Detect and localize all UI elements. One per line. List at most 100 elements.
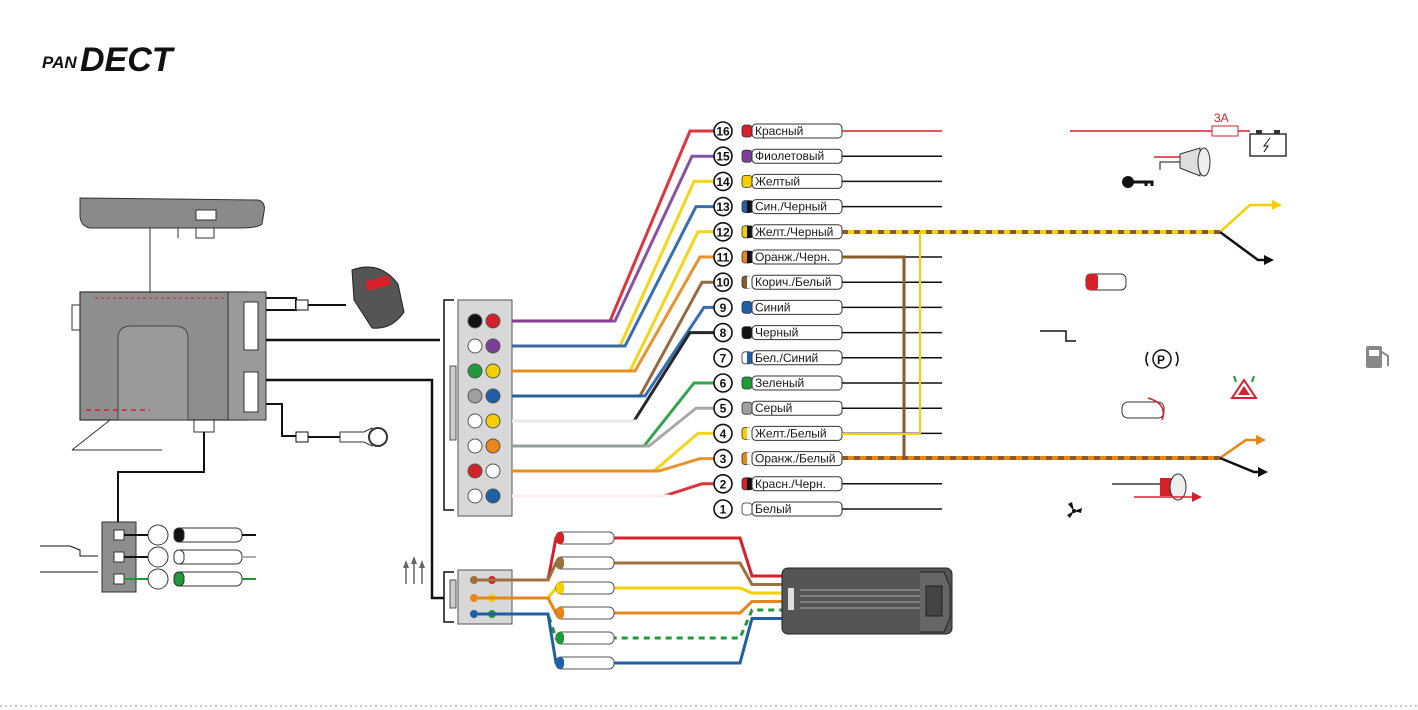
wire-number: 12 [716, 225, 730, 239]
wire-row: 9 Синий [714, 298, 942, 316]
can-module-icon [782, 568, 952, 634]
connector-pin [486, 364, 500, 378]
fuse-label: 3A [1214, 111, 1229, 125]
wire-row: 6 Зеленый [714, 374, 942, 392]
horn-icon [1112, 474, 1202, 502]
connector-pin [486, 439, 500, 453]
connector-pin [468, 389, 482, 403]
key-icon [1122, 176, 1152, 188]
bundle-wire [512, 383, 716, 446]
wire-color-chip [742, 175, 752, 187]
wire-stripe-chip [747, 251, 752, 263]
wire-stripe-chip [747, 478, 752, 490]
wire-color-chip [742, 125, 752, 137]
wire-number: 16 [716, 125, 730, 139]
connector-pin [486, 339, 500, 353]
wire-label: Син./Черный [755, 200, 827, 214]
plug-pin [148, 569, 168, 589]
wire-label: Черный [755, 326, 798, 340]
wire-label: Серый [755, 401, 792, 415]
car-door-icon [1086, 274, 1126, 290]
wire-label: Красный [755, 124, 803, 138]
can-wire-sleeve [556, 657, 614, 669]
wire-label: Красн./Черн. [755, 477, 826, 491]
wire-label: Синий [755, 300, 790, 314]
can-wire-sleeve [556, 532, 614, 544]
wire-color-chip [742, 150, 752, 162]
wire-label: Бел./Синий [755, 351, 818, 365]
connector-pin [486, 389, 500, 403]
plug-pin [148, 525, 168, 545]
can-wire-sleeve [556, 582, 614, 594]
wire-row: 10Корич./Белый [714, 273, 942, 291]
wire-color-chip [742, 402, 752, 414]
can-wires [478, 532, 782, 669]
can-wire [478, 563, 782, 585]
wire-row: 13 Син./Черный [714, 198, 942, 216]
bundle-wire [512, 496, 716, 509]
ring-terminal-icon [266, 404, 387, 446]
wire-stripe-chip [747, 427, 752, 439]
twisted-pairs [842, 200, 1282, 477]
wire-label: Желтый [755, 174, 800, 188]
wire-number: 4 [720, 427, 727, 441]
wire-label: Желт./Белый [755, 426, 827, 440]
main-unit-icon [72, 292, 266, 450]
wire-stripe-chip [747, 276, 752, 288]
main-connector [444, 300, 512, 516]
antenna-module-icon [80, 198, 264, 294]
svg-text:P: P [1157, 353, 1165, 367]
bundle-wire [512, 156, 716, 321]
wire-color-chip [742, 301, 752, 313]
logo-main: DECT [80, 41, 176, 79]
wire-number: 8 [720, 326, 727, 340]
wire-color-chip [742, 503, 752, 515]
wire-number: 9 [720, 301, 727, 315]
wire-number: 14 [716, 175, 730, 189]
logo-prefix: PAN [42, 53, 77, 72]
hazard-icon [1232, 376, 1256, 398]
wire-row: 11Оранж./Черн. [714, 248, 942, 266]
wire-row: 3 Оранж./Белый [714, 450, 842, 468]
wire-stripe-chip [747, 352, 752, 364]
bundle-wire [512, 459, 716, 471]
wire-label: Фиолетовый [755, 149, 824, 163]
bundle-wire [512, 207, 716, 346]
wire-row: 16 Красный [714, 122, 942, 140]
plug-pin [148, 547, 168, 567]
wire-stripe-chip [747, 201, 752, 213]
connector-pin [468, 439, 482, 453]
wire-row: 8 Черный [714, 324, 942, 342]
connector-pin [486, 414, 500, 428]
wire-number: 15 [716, 150, 730, 164]
bundle-wire [512, 232, 716, 371]
trunk-icon [1122, 398, 1164, 420]
connector-pin [486, 314, 500, 328]
wire-label: Белый [755, 502, 791, 516]
fuse-icon: 3A [1070, 111, 1250, 136]
wire-stripe-chip [747, 226, 752, 238]
wire-stripe-chip [747, 453, 752, 465]
turn-signal-arrow-icon [1220, 205, 1272, 232]
connector-pin [468, 364, 482, 378]
wire-number: 3 [720, 452, 727, 466]
connector-pin [468, 464, 482, 478]
wire-label: Оранж./Белый [755, 452, 835, 466]
wire-label: Оранж./Черн. [755, 250, 830, 264]
connector-pin [486, 464, 500, 478]
wire-label: Зеленый [755, 376, 804, 390]
wire-color-chip [742, 377, 752, 389]
wire-number: 6 [720, 377, 727, 391]
wire-color-chip [742, 327, 752, 339]
wire-number: 1 [720, 503, 727, 517]
fuel-icon [1366, 346, 1388, 368]
can-wire-sleeve [556, 632, 614, 644]
wire-row: 14 Желтый [714, 172, 942, 190]
siren-icon [1154, 148, 1210, 176]
connector-pin [486, 489, 500, 503]
bundle-wire [512, 408, 716, 446]
wire-number: 13 [716, 200, 730, 214]
